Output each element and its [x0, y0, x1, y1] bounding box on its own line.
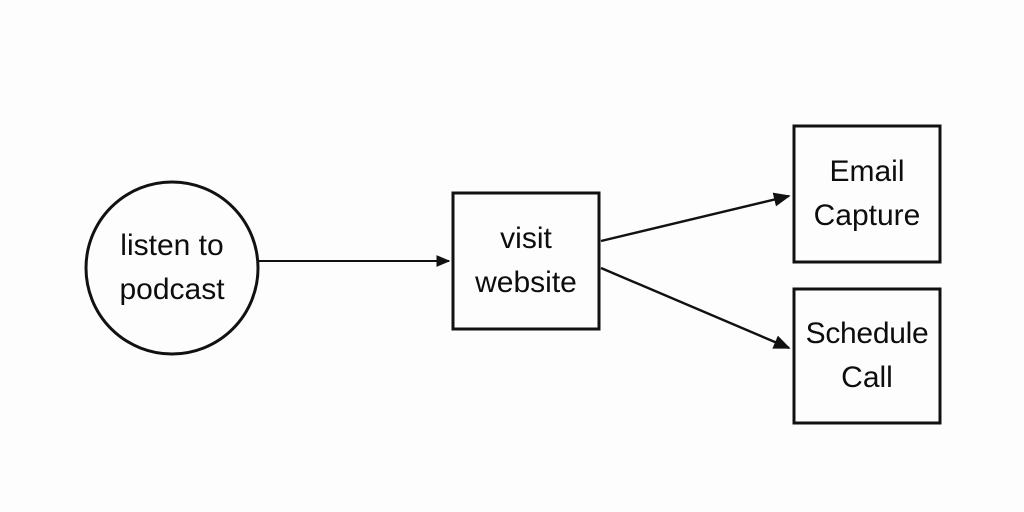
node-visit-website-shape[interactable] — [451, 191, 601, 331]
node-email-capture-shape[interactable] — [792, 124, 942, 264]
node-listen-podcast-shape[interactable] — [84, 180, 260, 356]
edge-website-to-schedule-call — [600, 266, 791, 350]
node-schedule-call-shape[interactable] — [792, 287, 942, 425]
edge-website-to-email-capture — [600, 192, 791, 243]
